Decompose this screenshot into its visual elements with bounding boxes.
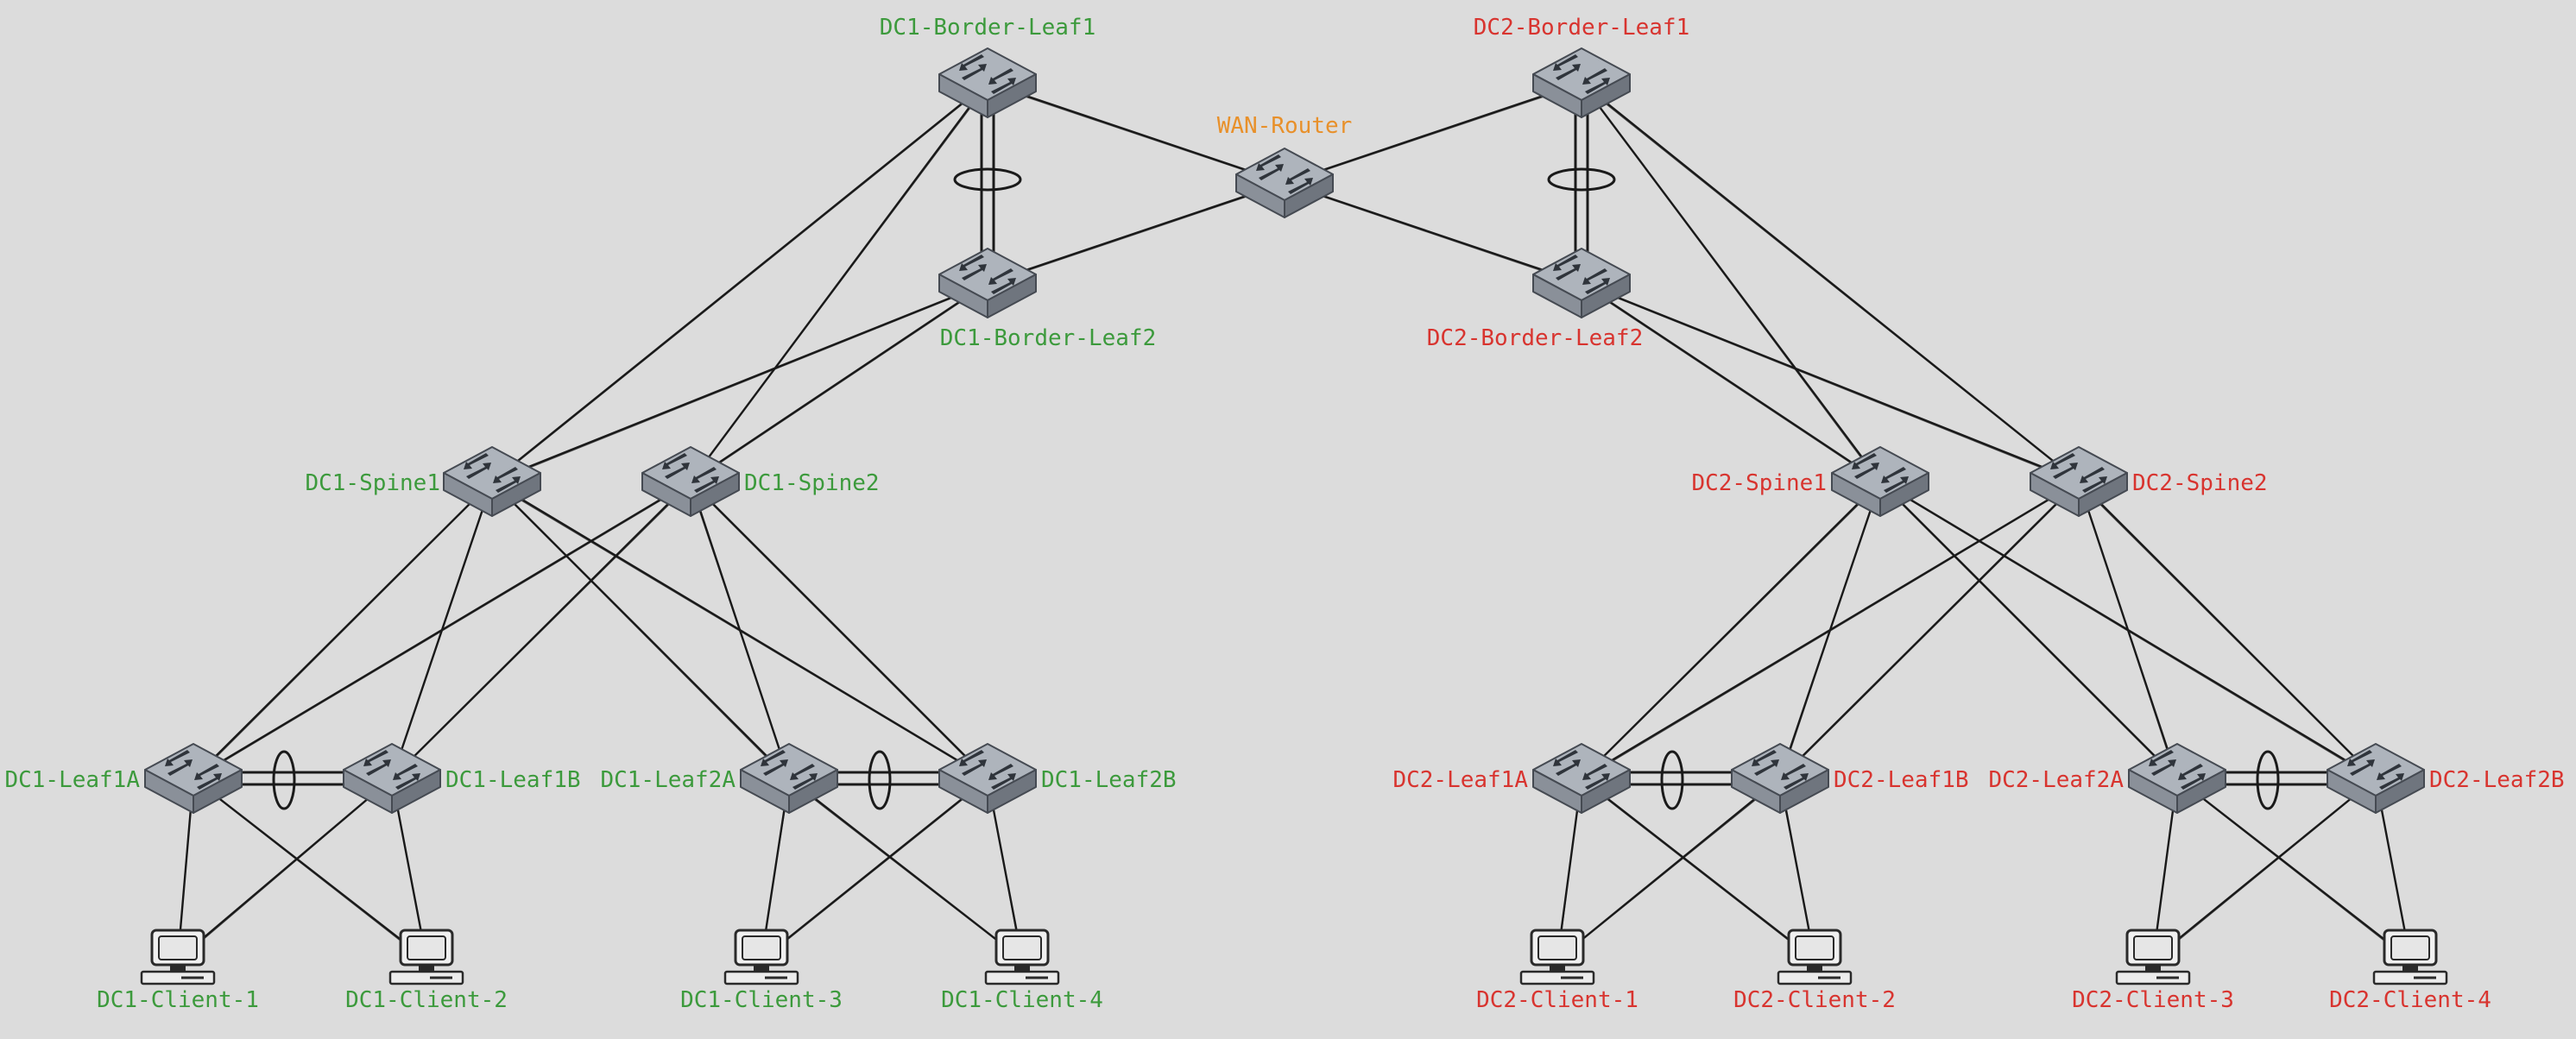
- node-label-dc1-leaf2a: DC1-Leaf2A: [600, 767, 736, 793]
- node-label-dc1-leaf2b: DC1-Leaf2B: [1041, 767, 1177, 793]
- node-label-dc1-client2: DC1-Client-2: [345, 987, 508, 1013]
- link-line: [390, 480, 692, 780]
- node-label-dc2-leaf1b: DC2-Leaf1B: [1834, 767, 1969, 793]
- mlag-ellipse: [868, 750, 892, 810]
- link-line: [1580, 480, 2080, 780]
- node-label-dc2-border-leaf1: DC2-Border-Leaf1: [1474, 15, 1689, 41]
- link-line: [490, 480, 791, 780]
- link-line: [490, 81, 989, 483]
- computer-terminal-icon-dc2-client4: [2372, 929, 2448, 985]
- link-line: [760, 777, 989, 961]
- mlag-peer-link: [953, 109, 1022, 257]
- mlag-peer-link: [837, 750, 939, 810]
- computer-terminal-icon-dc1-client3: [723, 929, 799, 985]
- link-line: [192, 480, 494, 780]
- link-line: [986, 181, 1286, 285]
- link-line: [1580, 777, 1816, 961]
- node-label-dc2-leaf1a: DC2-Leaf1A: [1392, 767, 1528, 793]
- link-line: [2077, 480, 2377, 780]
- node-label-dc2-client1: DC2-Client-1: [1476, 987, 1638, 1013]
- network-switch-icon-dc2-leaf2b: [2327, 743, 2425, 814]
- link-line: [1580, 81, 1882, 483]
- network-switch-icon-dc2-leaf1b: [1731, 743, 1829, 814]
- network-switch-icon-dc1-spine1: [443, 446, 541, 517]
- network-switch-icon-dc1-spine2: [641, 446, 740, 517]
- link-line: [1283, 81, 1583, 185]
- link-line: [1580, 281, 2080, 483]
- link-line: [1580, 81, 2080, 483]
- network-switch-icon-dc2-border-leaf2: [1532, 248, 1631, 318]
- mlag-peer-link: [242, 750, 344, 810]
- network-switch-icon-wan-router: [1235, 148, 1334, 218]
- link-line: [787, 777, 1024, 961]
- node-label-dc2-client3: DC2-Client-3: [2072, 987, 2234, 1013]
- network-switch-icon-dc2-border-leaf1: [1532, 47, 1631, 118]
- link-line: [1580, 480, 1882, 780]
- link-line: [1580, 281, 1882, 483]
- node-label-dc2-border-leaf2: DC2-Border-Leaf2: [1427, 325, 1643, 351]
- node-label-dc2-spine2: DC2-Spine2: [2132, 470, 2268, 496]
- link-line: [176, 777, 394, 961]
- link-line: [1283, 181, 1583, 285]
- network-switch-icon-dc1-leaf2a: [740, 743, 838, 814]
- link-line: [192, 480, 692, 780]
- network-switch-icon-dc2-spine1: [1831, 446, 1929, 517]
- mlag-ellipse: [272, 750, 296, 810]
- node-label-dc2-leaf2b: DC2-Leaf2B: [2429, 767, 2565, 793]
- link-line: [2077, 480, 2179, 780]
- mlag-peer-link: [2226, 750, 2327, 810]
- node-label-dc1-leaf1a: DC1-Leaf1A: [4, 767, 140, 793]
- network-switch-icon-dc2-spine2: [2030, 446, 2128, 517]
- node-label-dc1-client1: DC1-Client-1: [97, 987, 259, 1013]
- link-line: [2175, 777, 2412, 961]
- computer-terminal-icon-dc1-client4: [984, 929, 1060, 985]
- node-label-dc1-client3: DC1-Client-3: [680, 987, 843, 1013]
- mlag-peer-link: [1630, 750, 1732, 810]
- node-label-dc1-client4: DC1-Client-4: [941, 987, 1103, 1013]
- mlag-ellipse: [1547, 167, 1616, 192]
- network-switch-icon-dc2-leaf1a: [1532, 743, 1631, 814]
- node-label-dc2-leaf2a: DC2-Leaf2A: [1988, 767, 2124, 793]
- link-line: [1778, 480, 2080, 780]
- network-switch-icon-dc1-leaf1b: [343, 743, 441, 814]
- link-line: [1556, 777, 1782, 961]
- node-label-dc2-spine1: DC2-Spine1: [1691, 470, 1827, 496]
- mlag-ellipse: [1660, 750, 1684, 810]
- computer-terminal-icon-dc2-client1: [1519, 929, 1595, 985]
- node-label-dc2-client4: DC2-Client-4: [2329, 987, 2491, 1013]
- node-label-dc1-leaf1b: DC1-Leaf1B: [445, 767, 581, 793]
- node-label-wan-router: WAN-Router: [1217, 113, 1353, 139]
- computer-terminal-icon-dc1-client2: [388, 929, 464, 985]
- link-line: [689, 81, 989, 483]
- node-label-dc2-client2: DC2-Client-2: [1733, 987, 1896, 1013]
- node-label-dc1-spine1: DC1-Spine1: [305, 470, 440, 496]
- link-line: [689, 480, 791, 780]
- link-line: [1878, 480, 2179, 780]
- network-switch-icon-dc1-leaf2b: [938, 743, 1037, 814]
- node-label-dc1-spine2: DC1-Spine2: [744, 470, 880, 496]
- computer-terminal-icon-dc2-client3: [2115, 929, 2191, 985]
- link-line: [986, 81, 1286, 185]
- computer-terminal-icon-dc1-client1: [140, 929, 216, 985]
- computer-terminal-icon-dc2-client2: [1777, 929, 1853, 985]
- link-line: [689, 480, 989, 780]
- link-line: [689, 281, 989, 483]
- link-line: [2151, 777, 2377, 961]
- mlag-peer-link: [1547, 109, 1616, 257]
- network-switch-icon-dc1-border-leaf1: [938, 47, 1037, 118]
- mlag-ellipse: [2256, 750, 2280, 810]
- node-label-dc1-border-leaf1: DC1-Border-Leaf1: [880, 15, 1095, 41]
- link-line: [192, 777, 428, 961]
- link-line: [490, 281, 989, 483]
- network-switch-icon-dc2-leaf2a: [2128, 743, 2226, 814]
- mlag-ellipse: [953, 167, 1022, 192]
- node-label-dc1-border-leaf2: DC1-Border-Leaf2: [940, 325, 1156, 351]
- network-switch-icon-dc1-leaf1a: [144, 743, 243, 814]
